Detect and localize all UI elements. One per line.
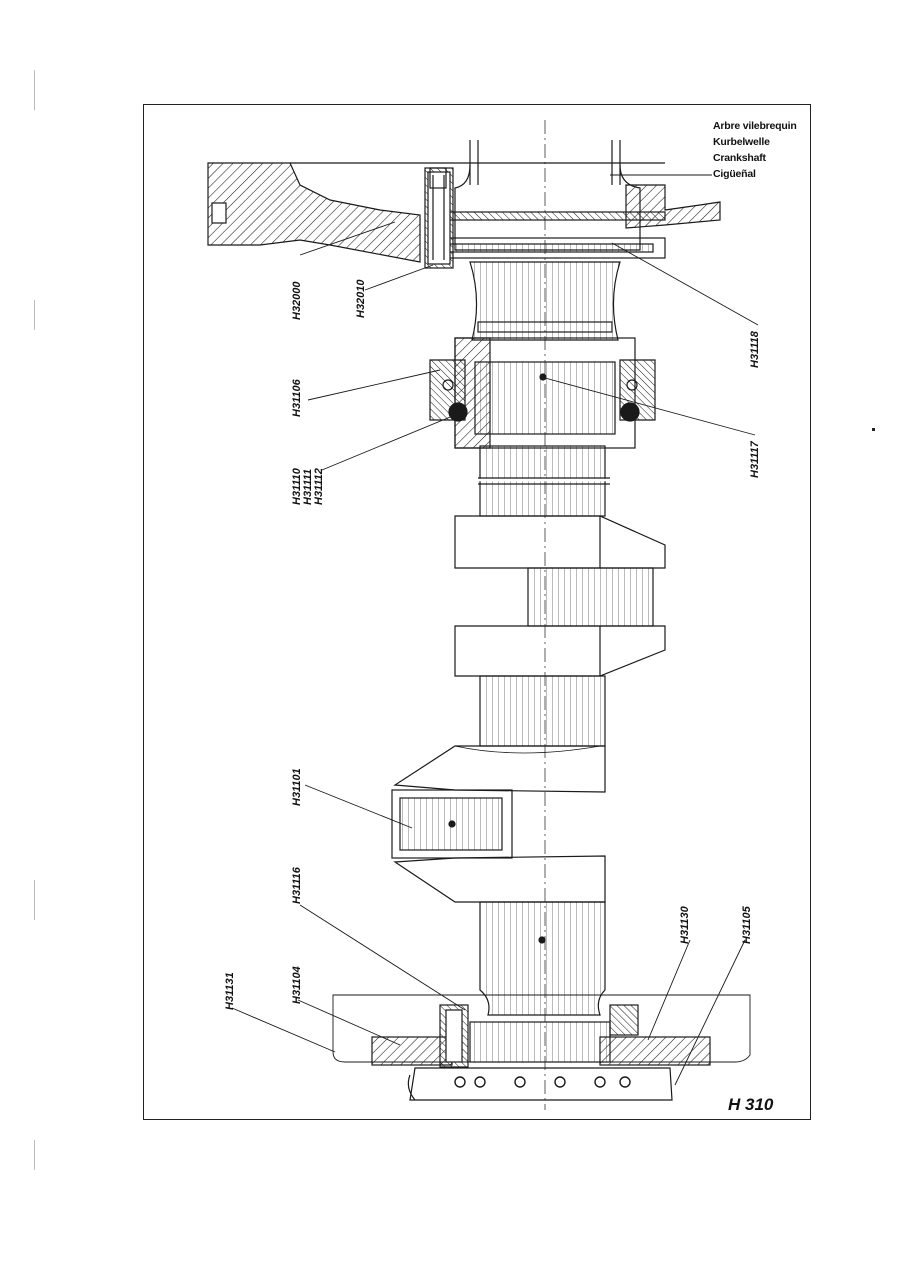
label-h31112: H31112 xyxy=(313,468,325,505)
main-bearing-top xyxy=(429,337,656,449)
label-h31131: H31131 xyxy=(224,972,236,1010)
title-english: Crankshaft xyxy=(713,152,766,164)
label-h31106: H31106 xyxy=(291,379,303,417)
flange-plate xyxy=(424,167,666,269)
scan-mark xyxy=(34,300,35,330)
label-h31130: H31130 xyxy=(679,906,691,944)
title-block: Arbre vilebrequin Kurbelwelle Crankshaft… xyxy=(713,118,797,182)
label-h32010: H32010 xyxy=(355,279,367,318)
label-h31101: H31101 xyxy=(291,768,303,806)
crank-web-4 xyxy=(393,855,606,903)
crank-web-3 xyxy=(393,745,606,793)
scan-mark xyxy=(34,1140,35,1170)
label-h31104: H31104 xyxy=(291,966,303,1004)
scan-mark xyxy=(34,70,35,110)
figure-number: H 310 xyxy=(728,1095,774,1114)
label-h32000: H32000 xyxy=(291,281,303,320)
journal-3 xyxy=(479,901,606,1016)
label-h31116: H31116 xyxy=(291,867,303,904)
crank-web-1 xyxy=(454,515,666,569)
crankpin-1 xyxy=(527,567,654,627)
leader-lines xyxy=(231,174,759,1086)
shaft-top-stub xyxy=(454,140,641,251)
label-group-h31110: H31110 H31111 H31112 xyxy=(291,468,325,505)
crank-web-2 xyxy=(454,625,666,677)
drawing-frame xyxy=(143,104,811,1120)
scan-mark xyxy=(34,880,35,920)
title-german: Kurbelwelle xyxy=(713,136,770,148)
journal-2 xyxy=(479,675,606,747)
shaft-neck xyxy=(469,261,621,341)
flywheel-housing xyxy=(332,994,751,1101)
title-spanish: Cigüeñal xyxy=(713,168,756,180)
label-h31105: H31105 xyxy=(741,906,753,944)
scan-dot xyxy=(872,428,875,431)
label-h31117: H31117 xyxy=(749,441,761,478)
title-french: Arbre vilebrequin xyxy=(713,120,797,132)
label-h31118: H31118 xyxy=(749,331,761,368)
